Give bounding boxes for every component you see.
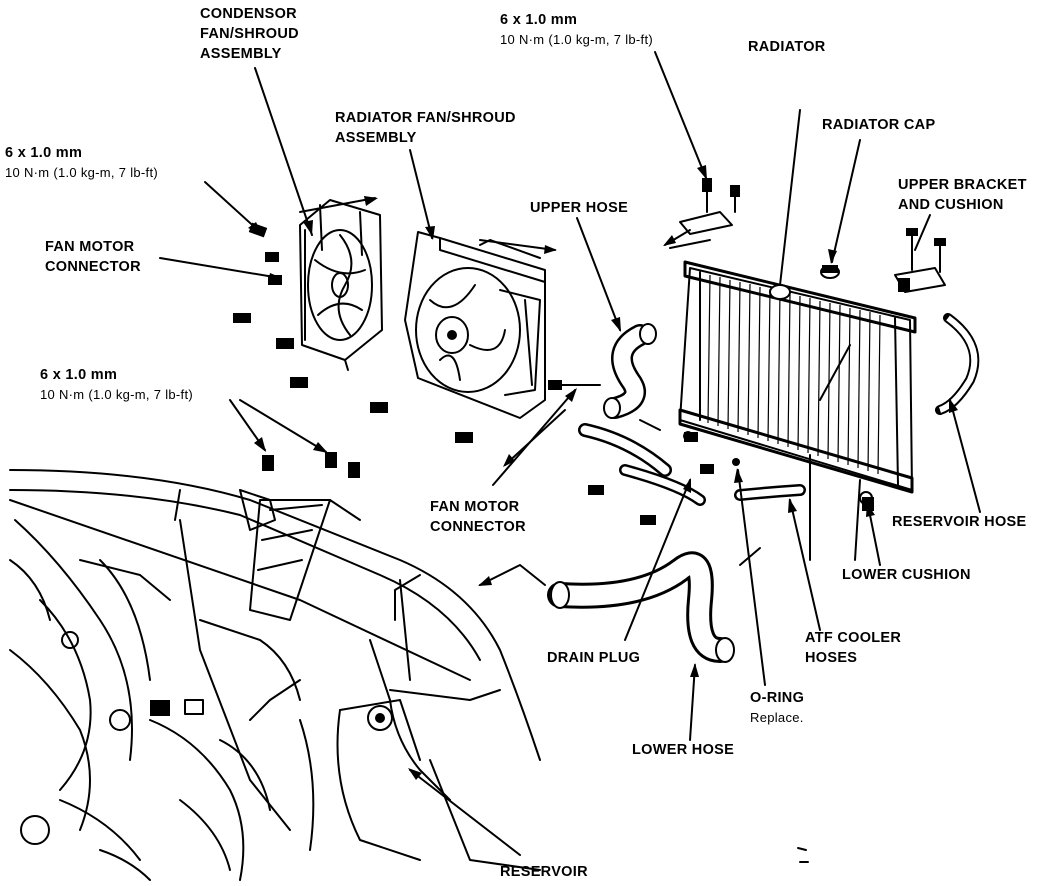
- label-radiator-fan-shroud: RADIATOR FAN/SHROUD ASSEMBLY: [335, 110, 516, 146]
- label-upper-hose: UPPER HOSE: [530, 200, 629, 216]
- label-atf-cooler-hoses: ATF COOLER HOSES: [805, 630, 902, 666]
- label-radiator-cap: RADIATOR CAP: [822, 117, 936, 133]
- scan-marks: [797, 847, 809, 863]
- label-reservoir-hose: RESERVOIR HOSE: [892, 514, 1027, 530]
- vehicle-body-illustration: [9, 469, 541, 881]
- label-torque-spec-top: 6 x 1.0 mm 10 N·m (1.0 kg-m, 7 lb-ft): [500, 12, 653, 47]
- label-fan-motor-connector-left: FAN MOTOR CONNECTOR: [45, 239, 141, 275]
- atf-cooler-hoses-illustration: [578, 423, 806, 506]
- label-lower-hose: LOWER HOSE: [632, 742, 735, 758]
- condensor-fan-shroud-illustration: [299, 199, 383, 371]
- label-fan-motor-connector-mid: FAN MOTOR CONNECTOR: [430, 499, 526, 535]
- label-torque-spec-lower: 6 x 1.0 mm 10 N·m (1.0 kg-m, 7 lb-ft): [40, 367, 193, 402]
- lower-hose-illustration: [547, 551, 735, 663]
- radiator-illustration: [678, 260, 917, 505]
- upper-bracket-illustration: [894, 228, 946, 293]
- label-lower-cushion: LOWER CUSHION: [842, 567, 971, 583]
- radiator-fan-shroud-illustration: [404, 231, 601, 419]
- label-o-ring: O-RING Replace.: [750, 690, 805, 725]
- label-reservoir: RESERVOIR: [500, 864, 588, 880]
- label-radiator: RADIATOR: [748, 39, 826, 55]
- upper-hose-illustration: [603, 323, 657, 419]
- label-upper-bracket-cushion: UPPER BRACKET AND CUSHION: [898, 177, 1027, 213]
- leader-lines: [159, 51, 981, 856]
- label-drain-plug: DRAIN PLUG: [547, 650, 641, 666]
- label-condensor-fan-shroud: CONDENSOR FAN/SHROUD ASSEMBLY: [200, 6, 299, 62]
- top-bracket-illustration: [669, 178, 740, 249]
- label-torque-spec-left: 6 x 1.0 mm 10 N·m (1.0 kg-m, 7 lb-ft): [5, 145, 158, 180]
- direction-arrows: [174, 196, 861, 721]
